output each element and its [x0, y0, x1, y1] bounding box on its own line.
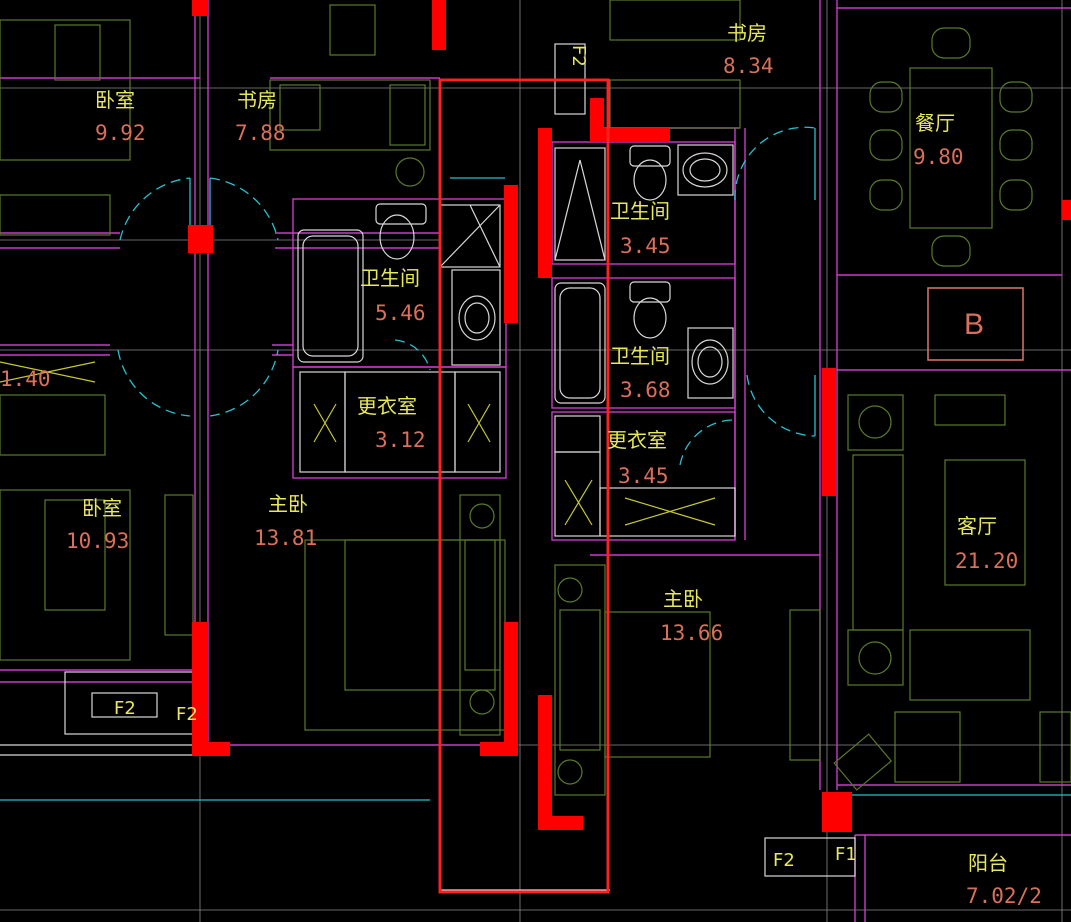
tag-f2-left-box: F2	[114, 698, 136, 719]
fixture-tags: F2 F2 F2 F2 F1	[114, 45, 857, 871]
room-area-bath-right-2: 3.68	[620, 378, 671, 402]
tag-f2-left: F2	[176, 704, 198, 725]
room-area-bedroom-mid-left: 10.93	[66, 529, 129, 553]
room-name-closet-right: 更衣室	[607, 428, 667, 452]
room-area-closet-left: 3.12	[375, 428, 426, 452]
structural-walls	[188, 0, 1071, 832]
room-name-master-left: 主卧	[268, 492, 308, 516]
room-name-bedroom-top-left: 卧室	[95, 88, 135, 112]
tag-f1-bottom: F1	[835, 844, 857, 865]
room-labels: 卧室 9.92 书房 7.88 书房 8.34 餐厅 9.80 卫生间 5.46…	[0, 21, 1042, 908]
furniture	[0, 0, 1071, 796]
room-name-study-left: 书房	[237, 88, 277, 112]
room-area-bath-left: 5.46	[375, 301, 426, 325]
room-area-closet-right: 3.45	[618, 464, 669, 488]
room-name-closet-left: 更衣室	[357, 394, 417, 418]
room-name-balcony: 阳台	[968, 851, 1008, 875]
room-area-master-right: 13.66	[660, 621, 723, 645]
door-swings	[0, 126, 1071, 801]
room-name-bath-left: 卫生间	[360, 266, 420, 290]
unit-marker-letter: B	[964, 308, 984, 341]
room-area-balcony: 7.02/2	[966, 884, 1042, 908]
room-name-master-right: 主卧	[663, 587, 703, 611]
unit-marker-box	[927, 287, 1024, 361]
room-name-dining: 餐厅	[915, 111, 955, 135]
room-name-bedroom-mid-left: 卧室	[82, 496, 122, 520]
room-name-living: 客厅	[957, 514, 997, 538]
room-area-master-left: 13.81	[254, 526, 317, 550]
tag-f2-bottom: F2	[773, 850, 795, 871]
room-name-bath-right-2: 卫生间	[610, 344, 670, 368]
room-name-study-right: 书房	[727, 21, 767, 45]
room-area-study-left: 7.88	[235, 121, 286, 145]
tag-f2-top: F2	[568, 45, 589, 67]
closet-hatching	[0, 361, 716, 526]
room-area-bedroom-top-left: 9.92	[95, 121, 146, 145]
room-name-bath-right-1: 卫生间	[610, 199, 670, 223]
room-area-study-right: 8.34	[723, 54, 774, 78]
selection-highlight-box[interactable]	[438, 78, 610, 894]
room-area-partial-left: 1.40	[0, 367, 51, 391]
room-area-living: 21.20	[955, 549, 1018, 573]
room-area-bath-right-1: 3.45	[620, 234, 671, 258]
room-area-dining: 9.80	[913, 145, 964, 169]
